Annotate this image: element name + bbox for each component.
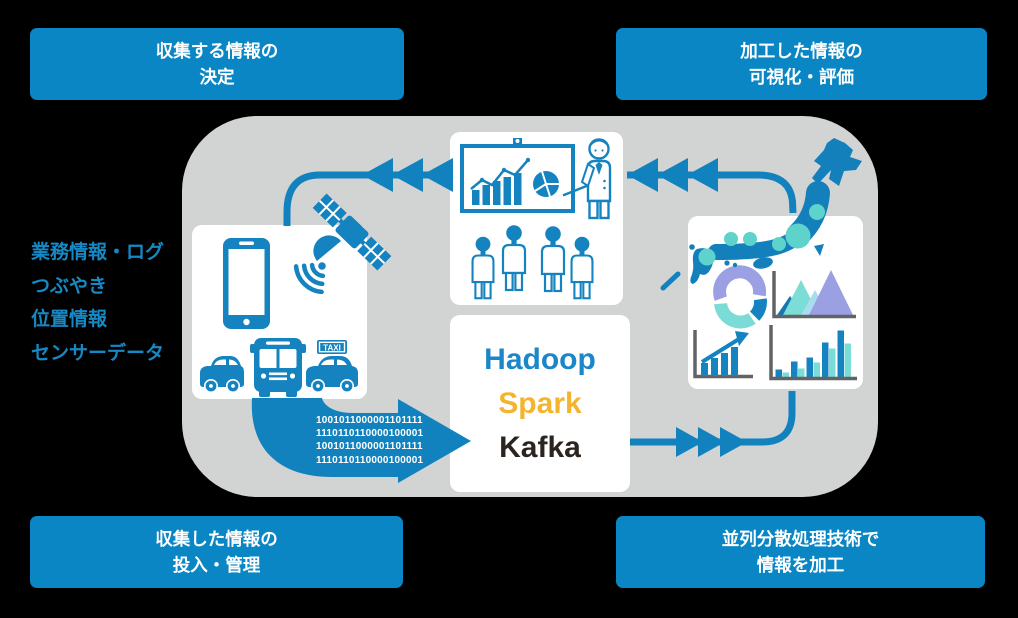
step-box-line: 収集する情報の (155, 41, 279, 61)
data-source-list: 業務情報・ログ つぶやき 位置情報 センサーデータ (31, 236, 164, 370)
tech-label-hadoop: Hadoop (484, 342, 596, 376)
data-source-item: 位置情報 (31, 309, 108, 330)
step-box-visualize-evaluate: 加工した情報の 可視化・評価 (616, 28, 987, 100)
data-source-item: つぶやき (31, 275, 108, 297)
tech-label-spark: Spark (498, 386, 582, 420)
visualization-card (688, 216, 863, 389)
step-box-line: 収集した情報の (155, 529, 278, 549)
step-box-collect-decide: 収集する情報の 決定 (30, 28, 404, 100)
binary-line: 1110110110000100001 (316, 454, 424, 466)
step-box-ingest-manage: 収集した情報の 投入・管理 (30, 516, 403, 588)
step-box-line: 加工した情報の (740, 41, 863, 61)
binary-line: 1110110110000100001 (316, 428, 424, 440)
step-box-line: 情報を加工 (756, 555, 845, 575)
step-box-line: 投入・管理 (172, 555, 261, 575)
step-box-parallel-process: 並列分散処理技術で 情報を加工 (616, 516, 985, 588)
technology-card: Hadoop Spark Kafka (450, 315, 630, 492)
binary-line: 1001011000001101111 (316, 415, 423, 426)
step-box-line: 並列分散処理技術で (721, 529, 880, 549)
binary-line: 1001011000001101111 (316, 441, 423, 453)
data-source-item: センサーデータ (31, 342, 165, 364)
presentation-card (450, 132, 623, 305)
step-box-line: 決定 (199, 67, 235, 87)
tech-label-kafka: Kafka (499, 430, 581, 464)
step-box-line: 可視化・評価 (749, 67, 854, 87)
data-source-item: 業務情報・ログ (31, 242, 165, 263)
devices-card (192, 225, 367, 399)
binary-stream-text: 1001011000001101111 1110110110000100001 … (316, 414, 428, 467)
